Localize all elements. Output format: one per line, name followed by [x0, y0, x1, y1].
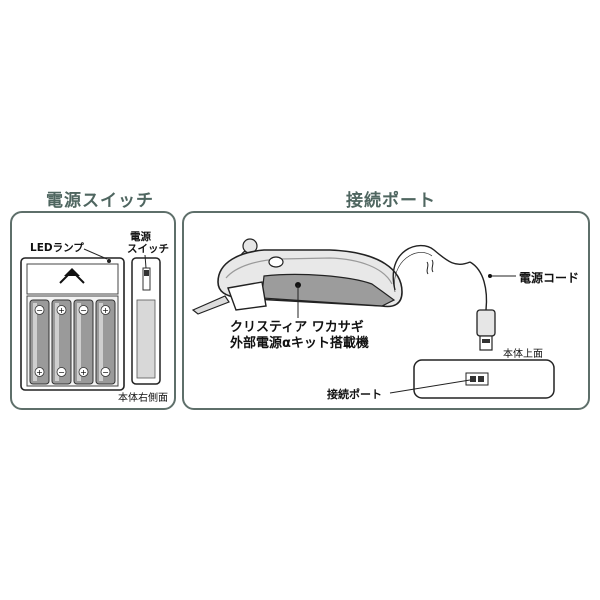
side-view-caption: 本体右側面: [118, 393, 168, 404]
svg-text:−: −: [102, 368, 109, 377]
power-cord-label: 電源コード: [519, 271, 580, 285]
svg-text:+: +: [80, 368, 87, 377]
led-lamp: [107, 259, 111, 263]
svg-text:−: −: [80, 306, 87, 315]
port-leader: [389, 379, 471, 394]
svg-text:−: −: [58, 368, 65, 377]
batteries: − + − + + − + −: [29, 299, 116, 385]
svg-text:+: +: [58, 306, 65, 315]
left-panel-title: 電源スイッチ: [46, 191, 154, 211]
led-lamp-label: LEDランプ: [30, 242, 84, 254]
device-caption-line2: 外部電源αキット搭載機: [230, 336, 369, 351]
power-cord: [392, 245, 496, 351]
led-leader: [83, 248, 108, 260]
top-view-caption: 本体上面: [503, 349, 543, 360]
power-switch: [142, 267, 151, 291]
switch-label-line2: スイッチ: [127, 243, 169, 255]
device-body: [191, 238, 403, 315]
svg-text:−: −: [36, 306, 43, 315]
case-side-view: [131, 257, 161, 385]
svg-text:+: +: [36, 368, 43, 377]
top-view: [413, 359, 555, 399]
daiwa-logo: [59, 268, 85, 284]
right-panel-title: 接続ポート: [346, 191, 436, 211]
switch-label-line1: 電源: [130, 231, 151, 243]
svg-text:+: +: [102, 306, 109, 315]
connection-port-label: 接続ポート: [327, 388, 382, 401]
switch-leader: [144, 254, 147, 269]
connection-port: [465, 372, 489, 386]
device-caption-line1: クリスティア ワカサギ: [230, 320, 364, 335]
